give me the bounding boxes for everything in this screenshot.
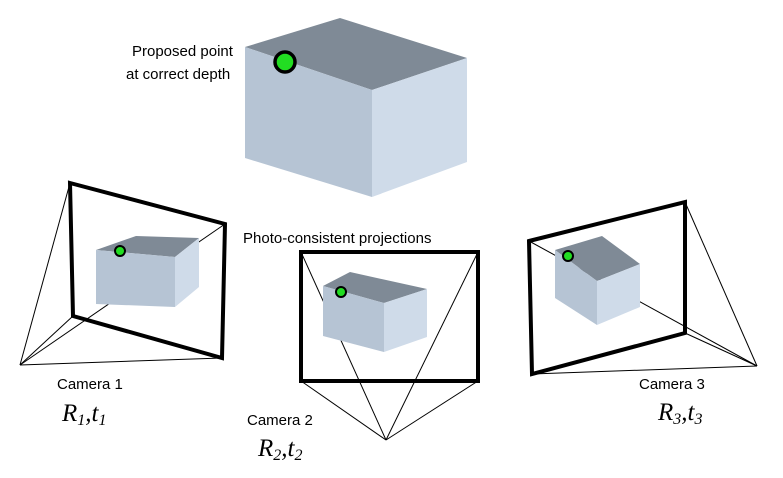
camera-2-frustum-rays — [300, 251, 479, 441]
camera-1-image-plane — [67, 180, 228, 361]
camera-2-projected-box — [323, 272, 427, 352]
camera-1: Camera 1 R1,t1 — [19, 180, 228, 429]
camera-3-pose: R3,t3 — [657, 399, 702, 428]
camera-2-image-plane — [299, 250, 480, 383]
main-box-left — [245, 47, 372, 197]
main-box — [245, 18, 467, 197]
camera-3-projected-box — [555, 236, 640, 325]
camera-1-projected-point — [114, 245, 126, 257]
main-box-top — [245, 18, 467, 90]
main-box-right — [372, 58, 467, 197]
camera-2: Camera 2 R2,t2 — [247, 250, 480, 464]
camera-2-name: Camera 2 — [247, 412, 313, 429]
proposed-point-label-line2: at correct depth — [126, 66, 230, 83]
camera-1-name: Camera 1 — [57, 376, 123, 393]
projections-label: Photo-consistent projections — [243, 230, 431, 247]
camera-3-name: Camera 3 — [639, 376, 705, 393]
camera-1-projected-box — [96, 236, 199, 307]
camera-2-pose: R2,t2 — [257, 435, 302, 464]
camera-3-projected-point — [562, 250, 574, 262]
camera-3: Camera 3 R3,t3 — [526, 199, 758, 428]
camera-2-projected-point — [335, 286, 347, 298]
camera-1-pose: R1,t1 — [61, 400, 106, 429]
proposed-point — [273, 50, 297, 74]
proposed-point-label-line1: Proposed point — [132, 43, 234, 60]
camera-3-image-plane — [526, 199, 687, 377]
